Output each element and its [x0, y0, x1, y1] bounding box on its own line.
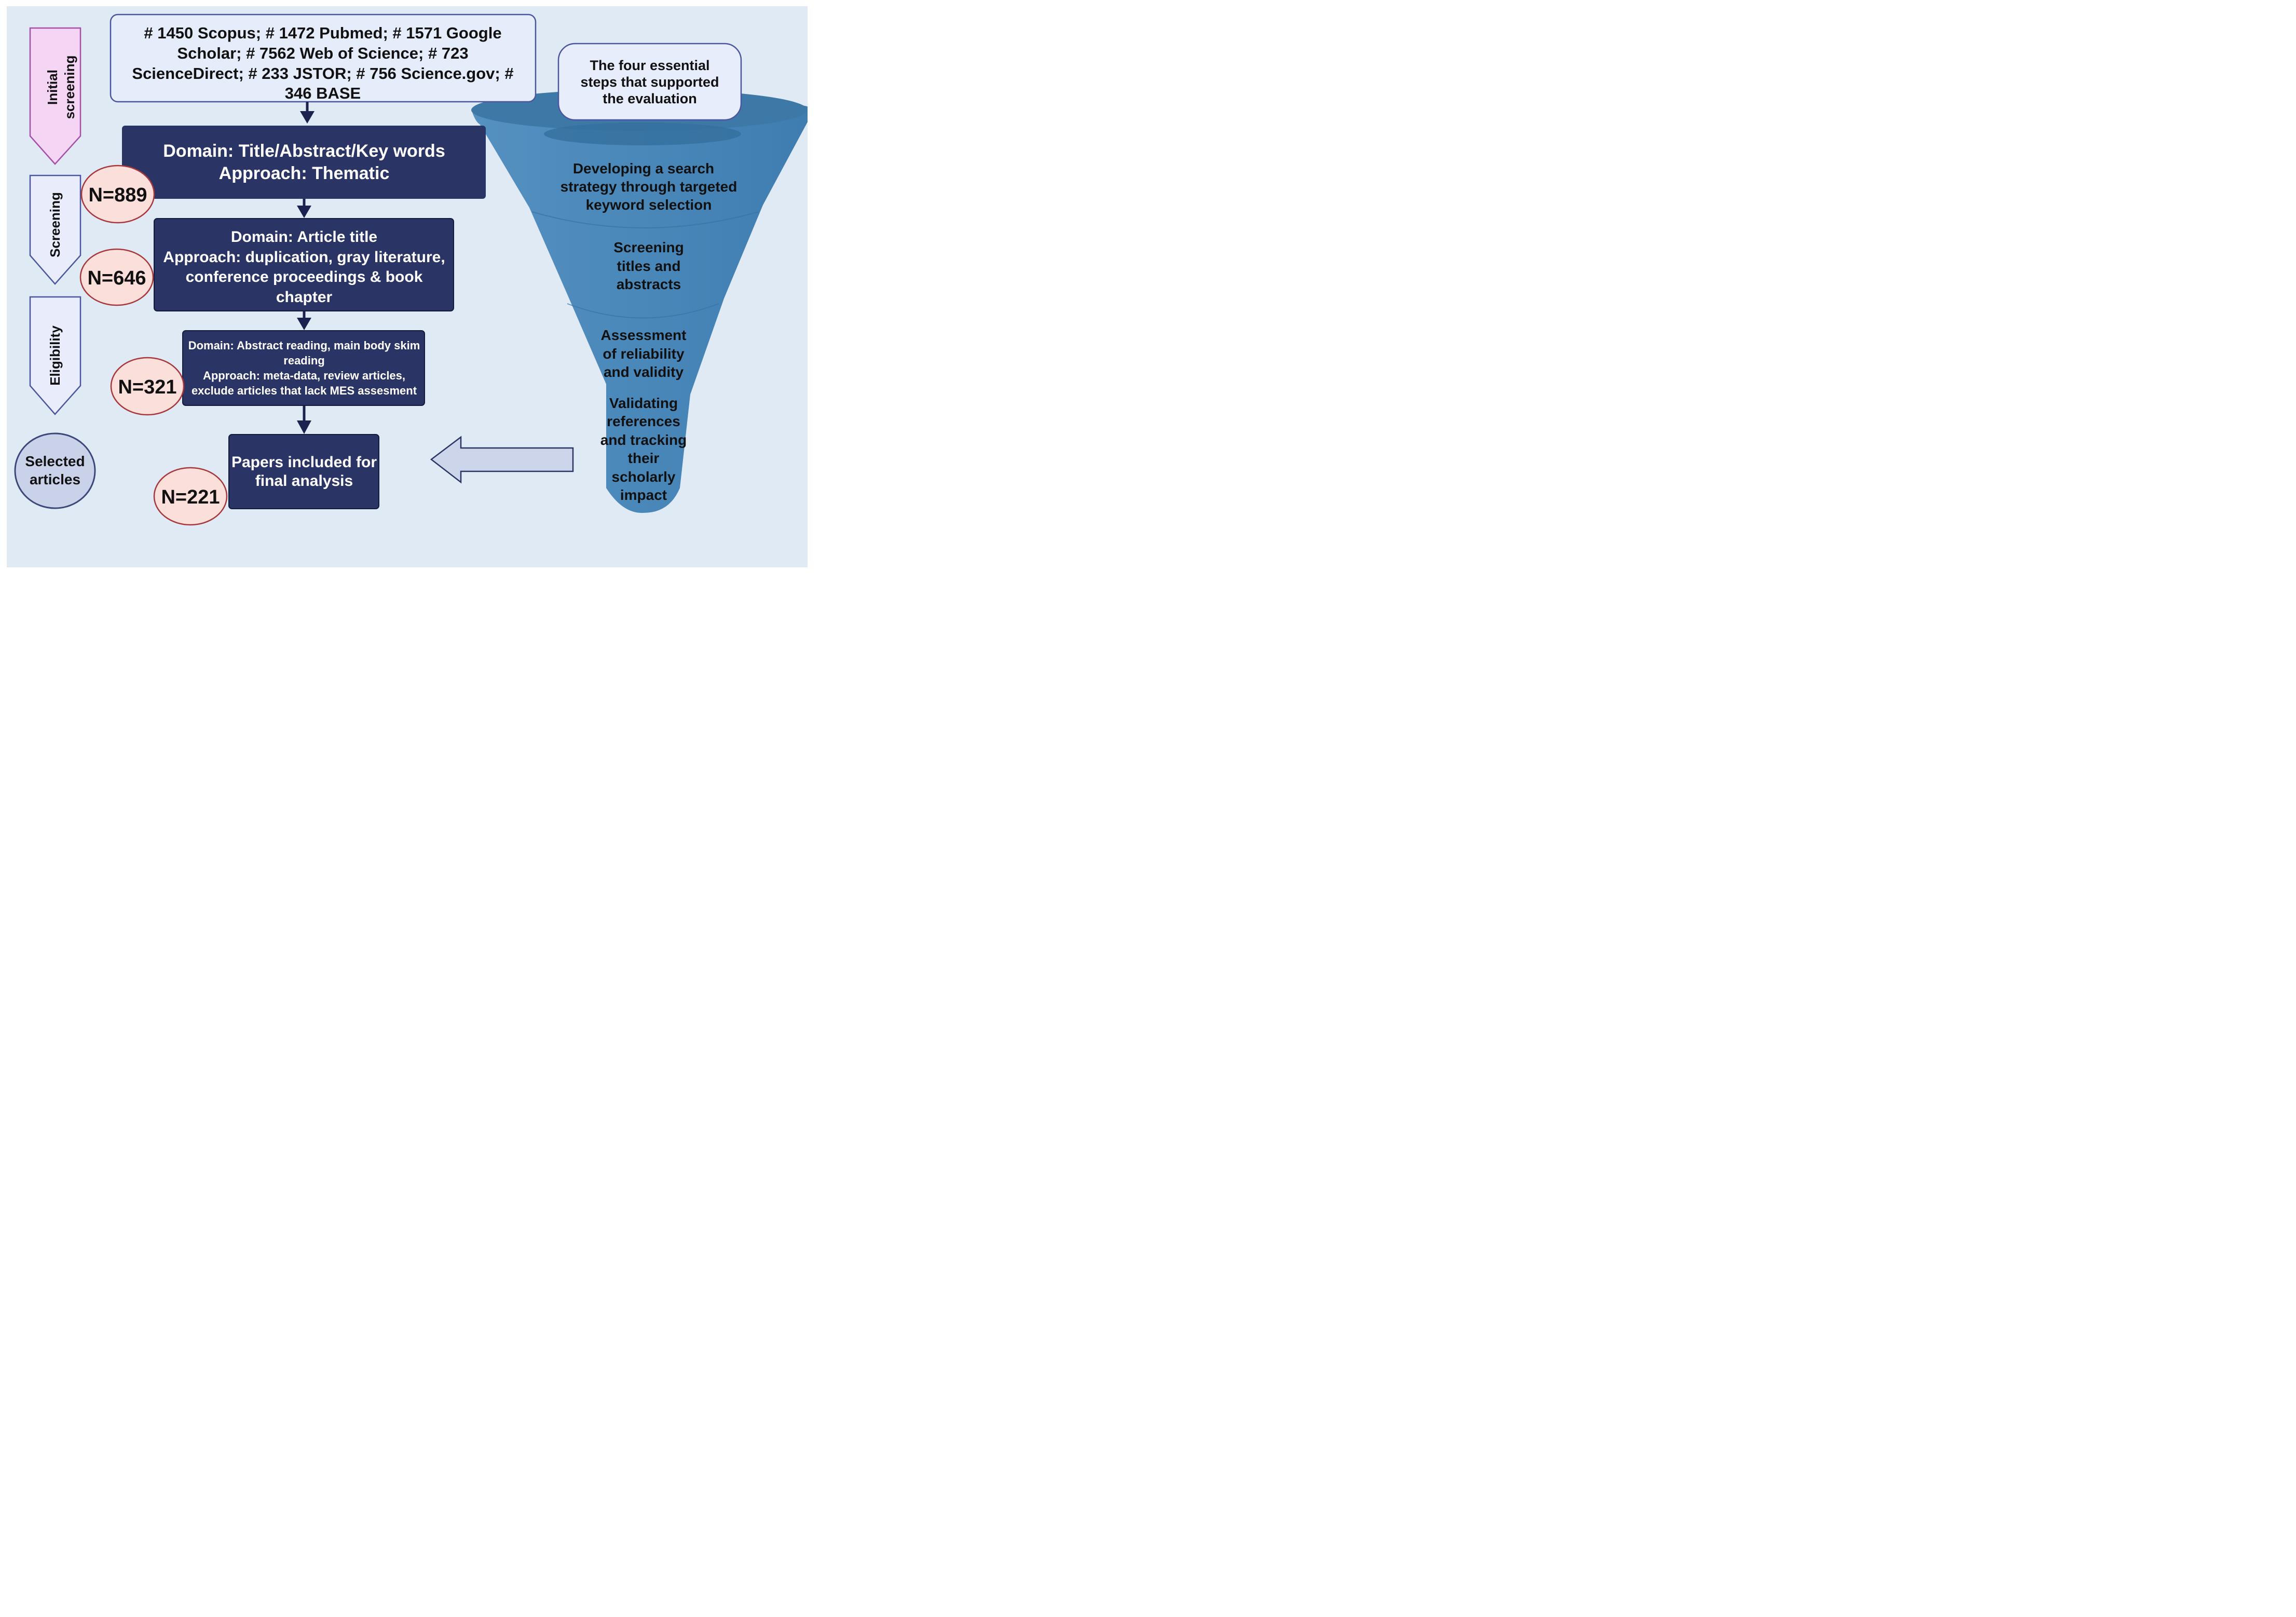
connector-arrow-3 — [297, 311, 311, 330]
stage-initial-label-1: Initial — [45, 70, 60, 105]
funnel-step-3-line-3: and validity — [604, 364, 684, 380]
count-badge-889: N=889 — [80, 165, 155, 224]
funnel-step-4-line-1: Validating — [609, 395, 678, 411]
funnel-step-2-line-2: titles and — [617, 258, 681, 274]
sources-line-3: ScienceDirect; # 233 JSTOR; # 756 Scienc… — [132, 64, 513, 83]
process-box-4: Papers included for final analysis — [228, 434, 379, 509]
selected-label-2: articles — [30, 471, 80, 487]
process-box-3: Domain: Abstract reading, main body skim… — [182, 330, 425, 406]
funnel-step-1-line-2: strategy through targeted — [561, 179, 737, 195]
sources-box: # 1450 Scopus; # 1472 Pubmed; # 1571 Goo… — [110, 13, 537, 103]
funnel-step-3-line-1: Assessment — [601, 327, 687, 343]
connector-arrow-1 — [300, 102, 315, 124]
funnel-step-4-line-3: and tracking — [600, 432, 687, 448]
stage-eligibility: Eligibility — [29, 296, 81, 415]
connector-arrow-2 — [297, 199, 311, 218]
stage-screening-label: Screening — [47, 192, 63, 257]
connector-arrow-4 — [297, 405, 311, 434]
stage-selected-articles: Selected articles — [14, 432, 96, 509]
funnel-step-4-line-4: their — [628, 450, 660, 466]
count-646: N=646 — [87, 267, 146, 289]
box3-line-3: Approach: meta-data, review articles, — [203, 369, 405, 382]
funnel-step-1-line-1: Developing a search — [573, 160, 714, 176]
funnel-step-4-line-5: scholarly — [612, 469, 676, 485]
box1-line-2: Approach: Thematic — [219, 164, 390, 183]
count-889: N=889 — [88, 184, 147, 206]
sources-line-4: 346 BASE — [285, 84, 361, 102]
box2-line-2: Approach: duplication, gray literature, — [163, 249, 445, 266]
evaluation-funnel: Developing a search strategy through tar… — [471, 89, 808, 513]
process-box-2: Domain: Article title Approach: duplicat… — [154, 218, 454, 311]
funnel-header-line-2: steps that supported — [580, 74, 719, 90]
box3-line-1: Domain: Abstract reading, main body skim — [188, 339, 420, 352]
box3-line-2: reading — [283, 354, 324, 367]
funnel-step-4-line-6: impact — [620, 487, 667, 503]
count-badge-321: N=321 — [110, 357, 185, 416]
funnel-to-result-arrow — [430, 436, 574, 484]
count-badge-646: N=646 — [79, 248, 154, 306]
stage-initial-screening: Initial screening — [29, 27, 81, 165]
stage-eligibility-label: Eligibility — [47, 325, 63, 386]
count-badge-221: N=221 — [153, 467, 228, 526]
funnel-step-2-line-3: abstracts — [617, 276, 681, 292]
funnel-step-3-line-2: of reliability — [603, 346, 685, 362]
selected-label-1: Selected — [25, 453, 85, 469]
box1-line-1: Domain: Title/Abstract/Key words — [163, 141, 445, 161]
stage-initial-label-2: screening — [62, 56, 77, 119]
count-221: N=221 — [161, 486, 220, 508]
funnel-header-line-1: The four essential — [590, 58, 709, 73]
stage-screening: Screening — [29, 174, 81, 285]
box4-line-2: final analysis — [255, 472, 353, 490]
funnel-header-line-3: the evaluation — [603, 91, 697, 106]
box3-line-4: exclude articles that lack MES assesment — [192, 384, 417, 397]
prisma-flow-diagram: Initial screening Screening Eligibility … — [7, 6, 808, 567]
box2-line-4: chapter — [276, 289, 333, 306]
sources-line-2: Scholar; # 7562 Web of Science; # 723 — [177, 44, 468, 62]
box2-line-3: conference proceedings & book — [186, 268, 423, 286]
box4-line-1: Papers included for — [231, 454, 377, 471]
process-box-1: Domain: Title/Abstract/Key words Approac… — [122, 126, 486, 199]
box2-line-1: Domain: Article title — [231, 228, 377, 246]
count-321: N=321 — [118, 376, 176, 398]
funnel-step-4-line-2: references — [607, 413, 680, 429]
sources-line-1: # 1450 Scopus; # 1472 Pubmed; # 1571 Goo… — [144, 24, 501, 42]
funnel-step-1-line-3: keyword selection — [586, 197, 712, 213]
funnel-header-box: The four essential steps that supported … — [557, 43, 742, 121]
funnel-step-2-line-1: Screening — [613, 239, 684, 255]
